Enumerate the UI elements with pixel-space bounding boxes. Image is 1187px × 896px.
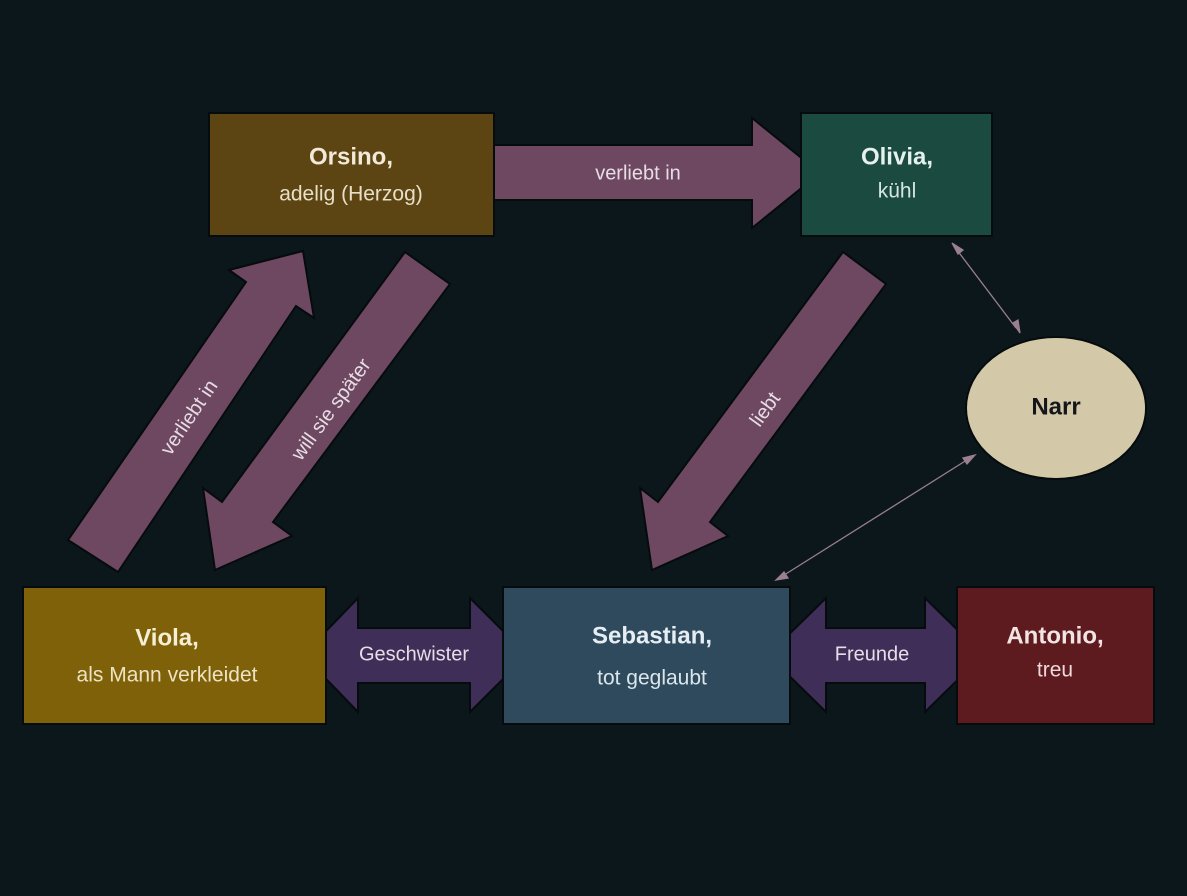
- node-olivia-name: Olivia,: [861, 143, 933, 170]
- node-narr-name: Narr: [1031, 393, 1080, 420]
- node-antonio-desc: treu: [1037, 659, 1073, 682]
- arrow-viola-orsino: [66, 249, 316, 574]
- connector-narr-sebastian: [774, 453, 977, 581]
- node-orsino-name: Orsino,: [309, 143, 393, 170]
- node-sebastian-desc: tot geglaubt: [597, 667, 707, 690]
- connector-olivia-narr: [951, 242, 1021, 334]
- node-orsino: Orsino, adelig (Herzog): [208, 112, 495, 237]
- node-olivia-desc: kühl: [878, 180, 917, 203]
- edge-label-viola-sebastian: Geschwister: [359, 643, 469, 665]
- edge-label-sebastian-antonio: Freunde: [835, 643, 910, 665]
- arrow-olivia-sebastian: [638, 250, 888, 572]
- node-viola-name: Viola,: [135, 624, 199, 651]
- node-antonio-name: Antonio,: [1006, 622, 1103, 649]
- node-sebastian-name: Sebastian,: [592, 622, 712, 649]
- node-antonio: Antonio, treu: [956, 586, 1155, 725]
- node-narr: Narr: [965, 336, 1147, 480]
- arrow-orsino-olivia: [484, 115, 822, 231]
- node-viola: Viola, als Mann verkleidet: [22, 586, 327, 725]
- node-viola-desc: als Mann verkleidet: [77, 664, 258, 687]
- node-olivia: Olivia, kühl: [800, 112, 993, 237]
- node-sebastian: Sebastian, tot geglaubt: [502, 586, 791, 725]
- arrow-orsino-viola: [201, 250, 452, 572]
- node-orsino-desc: adelig (Herzog): [279, 183, 423, 206]
- edge-label-orsino-olivia: verliebt in: [595, 162, 681, 184]
